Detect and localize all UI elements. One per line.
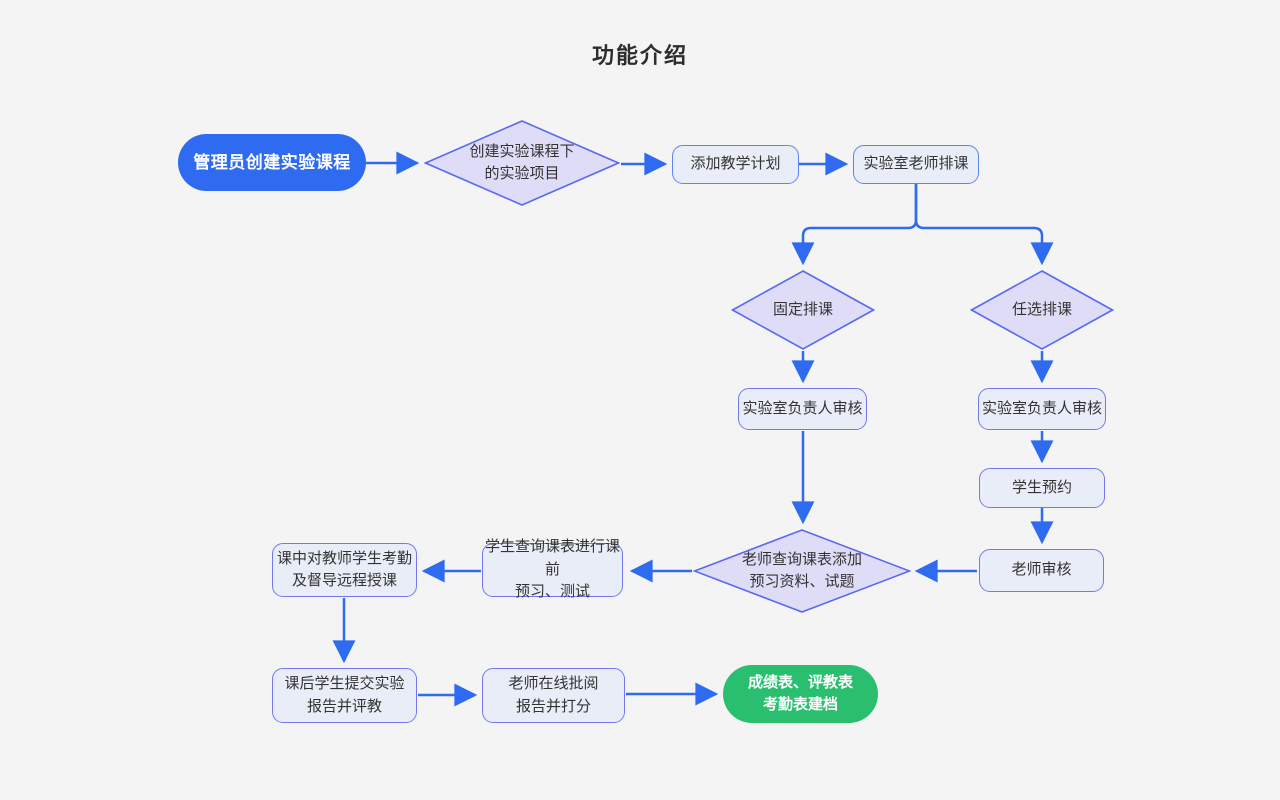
node-end: 成绩表、评教表 考勤表建档: [723, 665, 878, 723]
node-create-project-label: 创建实验课程下 的实验项目: [469, 142, 575, 183]
edge-teacher-schedule-to-fixed: [791, 184, 918, 266]
diamond-shape-icon: [693, 529, 911, 613]
node-end-label: 成绩表、评教表 考勤表建档: [747, 673, 853, 714]
edge-teacher-schedule-to-optional: [914, 184, 1054, 266]
node-lab-leader-review-right-label: 实验室负责人审核: [981, 399, 1102, 417]
node-teacher-query-timetable-label: 老师查询课表添加 预习资料、试题: [741, 550, 862, 591]
page-title: 功能介绍: [591, 43, 688, 68]
node-create-project: 创建实验课程下 的实验项目: [424, 120, 620, 206]
node-start: 管理员创建实验课程: [178, 134, 366, 191]
node-optional-schedule: 任选排课: [970, 270, 1114, 350]
node-teacher-grading-label: 老师在线批阅 报告并打分: [508, 675, 599, 715]
node-optional-schedule-label: 任选排课: [1011, 300, 1072, 318]
node-teacher-schedule: 实验室老师排课: [853, 145, 979, 184]
diamond-shape-icon: [731, 270, 875, 350]
node-student-booking: 学生预约: [979, 468, 1105, 508]
node-student-booking-label: 学生预约: [1011, 478, 1072, 496]
node-teacher-schedule-label: 实验室老师排课: [863, 155, 969, 173]
node-after-class-report-label: 课后学生提交实验 报告并评教: [284, 675, 405, 715]
node-teacher-review-label: 老师审核: [1011, 561, 1072, 579]
node-fixed-schedule-label: 固定排课: [772, 300, 833, 318]
node-lab-leader-review-right: 实验室负责人审核: [978, 388, 1106, 430]
node-teacher-query-timetable: 老师查询课表添加 预习资料、试题: [693, 529, 911, 613]
node-lab-leader-review-left: 实验室负责人审核: [738, 388, 867, 430]
diamond-shape-icon: [424, 120, 620, 206]
node-in-class-attendance: 课中对教师学生考勤 及督导远程授课: [272, 543, 417, 597]
node-teacher-review: 老师审核: [979, 549, 1104, 592]
node-in-class-attendance-label: 课中对教师学生考勤 及督导远程授课: [276, 549, 412, 590]
node-student-query-timetable-label: 学生查询课表进行课前 预习、测试: [484, 538, 620, 601]
node-teacher-grading: 老师在线批阅 报告并打分: [482, 668, 625, 723]
diamond-shape-icon: [970, 270, 1114, 350]
node-fixed-schedule: 固定排课: [731, 270, 875, 350]
node-start-label: 管理员创建实验课程: [193, 152, 351, 172]
node-lab-leader-review-left-label: 实验室负责人审核: [742, 399, 863, 417]
node-after-class-report: 课后学生提交实验 报告并评教: [272, 668, 417, 723]
node-student-query-timetable: 学生查询课表进行课前 预习、测试: [482, 538, 623, 600]
node-add-plan-label: 添加教学计划: [690, 155, 781, 173]
node-add-plan: 添加教学计划: [672, 145, 799, 184]
